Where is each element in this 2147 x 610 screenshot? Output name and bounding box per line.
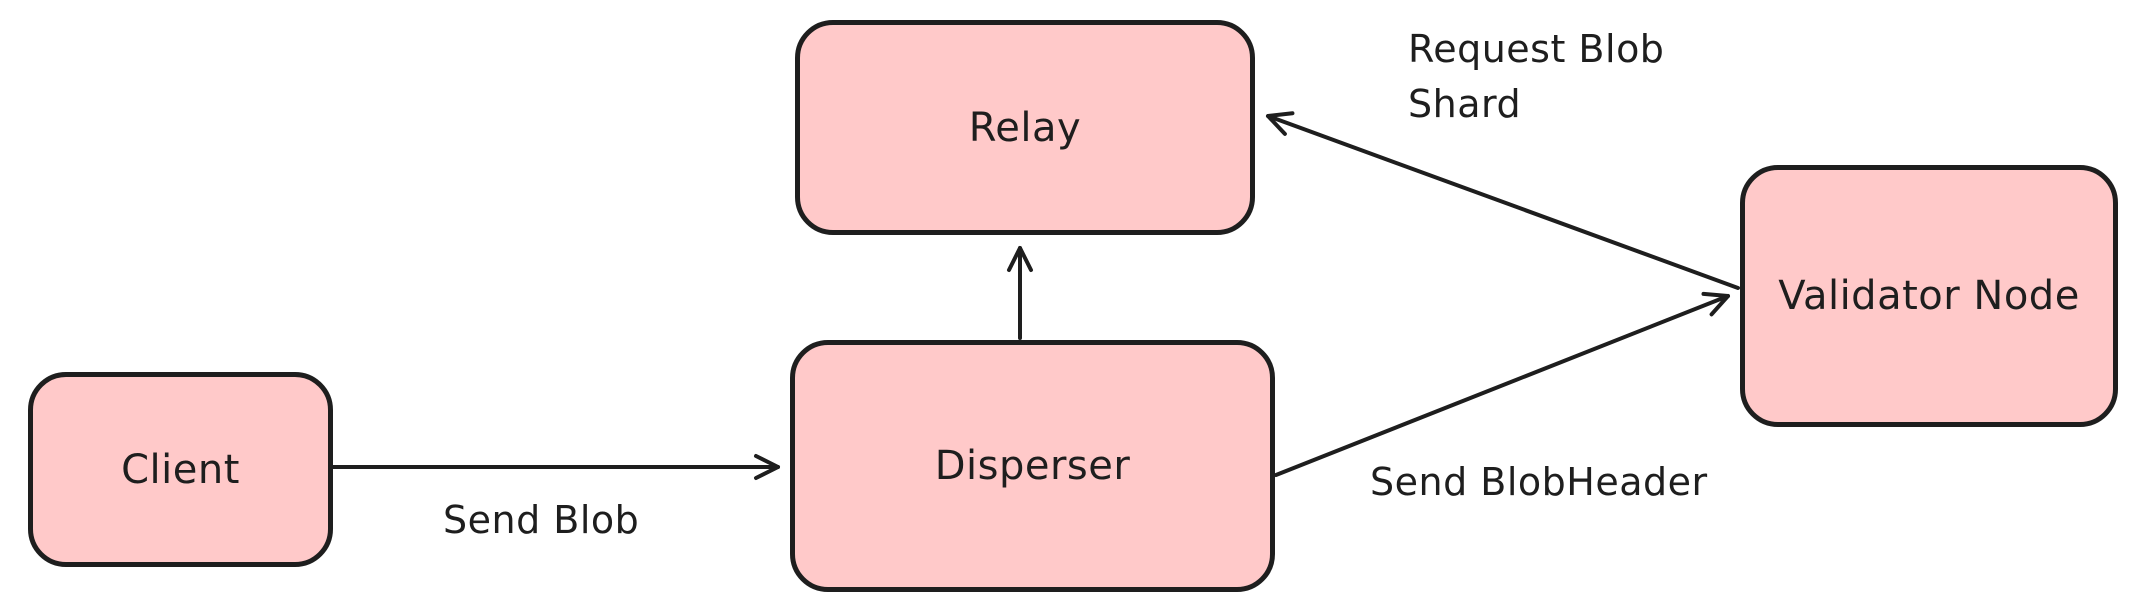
edge-label-send-blob: Send Blob xyxy=(443,498,640,542)
node-relay: Relay xyxy=(795,20,1255,235)
edge-validator-to-relay xyxy=(1266,111,1740,290)
node-client-label: Client xyxy=(121,446,240,493)
node-validator-node-label: Validator Node xyxy=(1778,273,2080,319)
node-disperser-label: Disperser xyxy=(934,443,1131,489)
node-client: Client xyxy=(28,372,333,567)
edge-label-request-blob-shard: Request Blob Shard xyxy=(1408,27,1665,127)
node-relay-label: Relay xyxy=(968,104,1082,151)
node-validator-node: Validator Node xyxy=(1740,165,2118,427)
node-disperser: Disperser xyxy=(790,340,1275,592)
edge-label-send-blobheader: Send BlobHeader xyxy=(1370,460,1708,504)
edge-disperser-to-validator xyxy=(1274,291,1730,477)
